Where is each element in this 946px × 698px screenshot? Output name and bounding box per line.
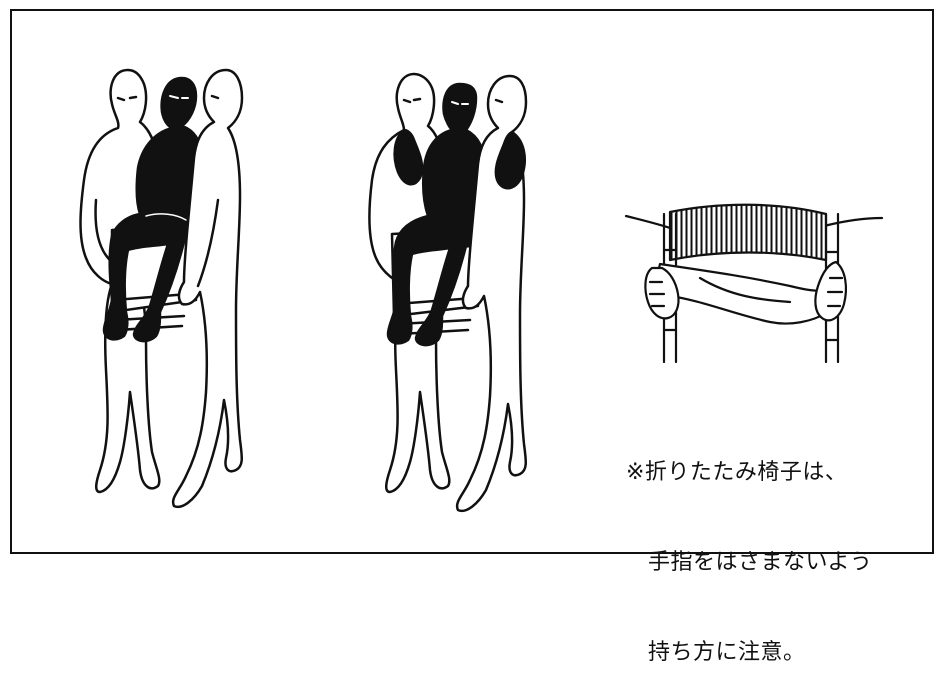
helper-right-arm-2 xyxy=(494,130,526,190)
chair-grip-detail xyxy=(624,203,884,364)
chair-backrest-slats xyxy=(668,203,828,262)
forearm xyxy=(654,262,830,325)
caution-note-line-2: 手指をはさまないよう xyxy=(648,550,873,575)
scene-carry-person-2 xyxy=(368,72,528,513)
illustration-canvas xyxy=(79,68,884,513)
caution-note: ※折りたたみ椅子は、 手指をはさまないよう 持ち方に注意。 xyxy=(626,398,873,698)
helper-right-figure-1 xyxy=(171,68,244,509)
caution-note-line-3: 持ち方に注意。 xyxy=(648,640,806,665)
caution-note-line-1: ※折りたたみ椅子は、 xyxy=(626,460,848,485)
helper-left-arm-2 xyxy=(393,128,424,186)
scene-carry-person-1 xyxy=(79,68,244,509)
